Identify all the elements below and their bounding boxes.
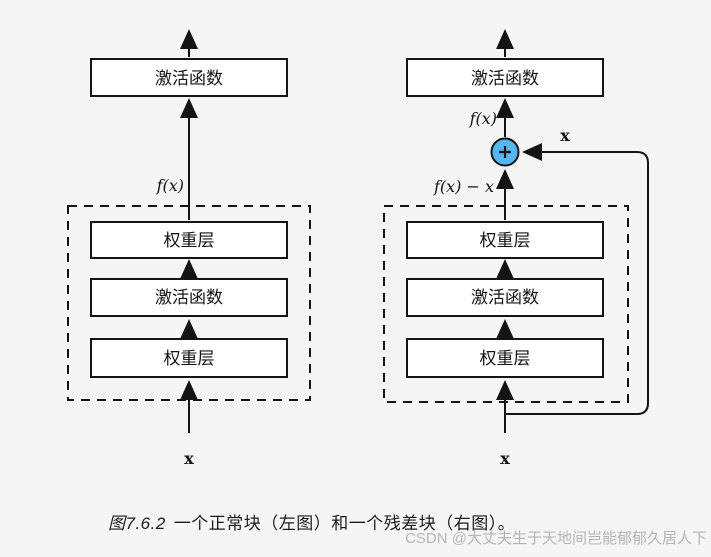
right-weight-layer-bottom-label: 权重层 bbox=[480, 349, 531, 368]
left-weight-layer-top-box bbox=[90, 221, 288, 259]
block-diagram-canvas: 激活函数 f(x) 权重层 激活函数 权重层 x bbox=[67, 29, 649, 468]
left-top-activation-box bbox=[90, 58, 288, 97]
normal-block-diagram: 激活函数 f(x) 权重层 激活函数 权重层 x bbox=[67, 29, 311, 468]
residual-block-diagram: 激活函数 f(x) x f(x) − x 权重层 激活函数 bbox=[383, 29, 649, 468]
csdn-watermark: CSDN @大丈夫生于天地间岂能郁郁久居人下 bbox=[405, 530, 707, 547]
figure-number: 图7.6.2 bbox=[108, 514, 166, 533]
plus-icon bbox=[499, 146, 511, 158]
skip-connection-label: x bbox=[560, 126, 570, 145]
left-top-activation-label: 激活函数 bbox=[155, 69, 223, 88]
right-weight-layer-top-box bbox=[406, 221, 604, 259]
right-activation-label: 激活函数 bbox=[471, 288, 539, 307]
left-dashed-block-boundary bbox=[67, 205, 311, 401]
skip-connection-path bbox=[505, 143, 649, 415]
figure-caption-text: 一个正常块（左图）和一个残差块（右图）。 bbox=[173, 514, 516, 533]
left-activation-box bbox=[90, 278, 288, 317]
right-weight-layer-bottom-box bbox=[406, 338, 604, 378]
right-fx-label: f(x) bbox=[469, 109, 497, 128]
right-input-label: x bbox=[500, 449, 510, 468]
figure-caption: 图7.6.2 一个正常块（左图）和一个残差块（右图）。 bbox=[108, 509, 515, 534]
left-weight-layer-bottom-label: 权重层 bbox=[164, 349, 215, 368]
left-weight-layer-top-label: 权重层 bbox=[164, 231, 215, 250]
right-weight-layer-top-label: 权重层 bbox=[480, 231, 531, 250]
right-residual-label: f(x) − x bbox=[433, 177, 494, 196]
left-weight-layer-bottom-box bbox=[90, 338, 288, 378]
right-top-activation-label: 激活函数 bbox=[471, 69, 539, 88]
left-input-label: x bbox=[184, 449, 194, 468]
right-top-activation-box bbox=[406, 58, 604, 97]
left-fx-label: f(x) bbox=[156, 176, 184, 195]
left-activation-label: 激活函数 bbox=[155, 288, 223, 307]
right-activation-box bbox=[406, 278, 604, 317]
